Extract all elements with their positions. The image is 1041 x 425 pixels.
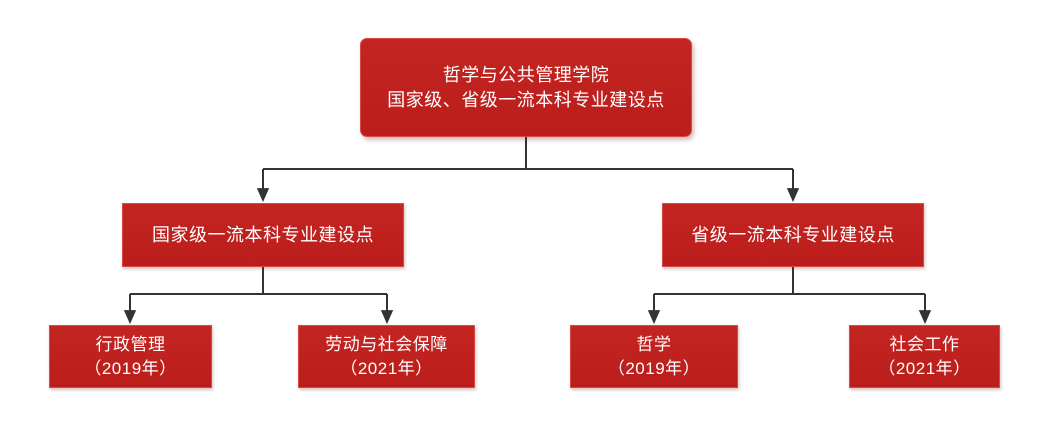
node-national-program[interactable]: 国家级一流本科专业建设点	[122, 203, 404, 267]
node-social-work[interactable]: 社会工作 （2021年）	[849, 325, 1000, 388]
node-public-administration[interactable]: 行政管理 （2019年）	[49, 325, 212, 388]
node-social-work-label: 社会工作 （2021年）	[878, 335, 971, 378]
node-root-label: 哲学与公共管理学院 国家级、省级一流本科专业建设点	[387, 65, 665, 110]
node-philosophy-label: 哲学 （2019年）	[607, 335, 701, 378]
node-public-administration-label: 行政管理 （2019年）	[84, 335, 177, 378]
node-provincial-program[interactable]: 省级一流本科专业建设点	[662, 203, 924, 267]
node-provincial-program-label: 省级一流本科专业建设点	[691, 224, 895, 245]
node-national-program-label: 国家级一流本科专业建设点	[152, 224, 374, 245]
node-labor-social-security-label: 劳动与社会保障 （2021年）	[325, 335, 448, 378]
node-labor-social-security[interactable]: 劳动与社会保障 （2021年）	[298, 325, 475, 388]
node-philosophy[interactable]: 哲学 （2019年）	[570, 325, 738, 388]
node-root[interactable]: 哲学与公共管理学院 国家级、省级一流本科专业建设点	[360, 38, 692, 137]
